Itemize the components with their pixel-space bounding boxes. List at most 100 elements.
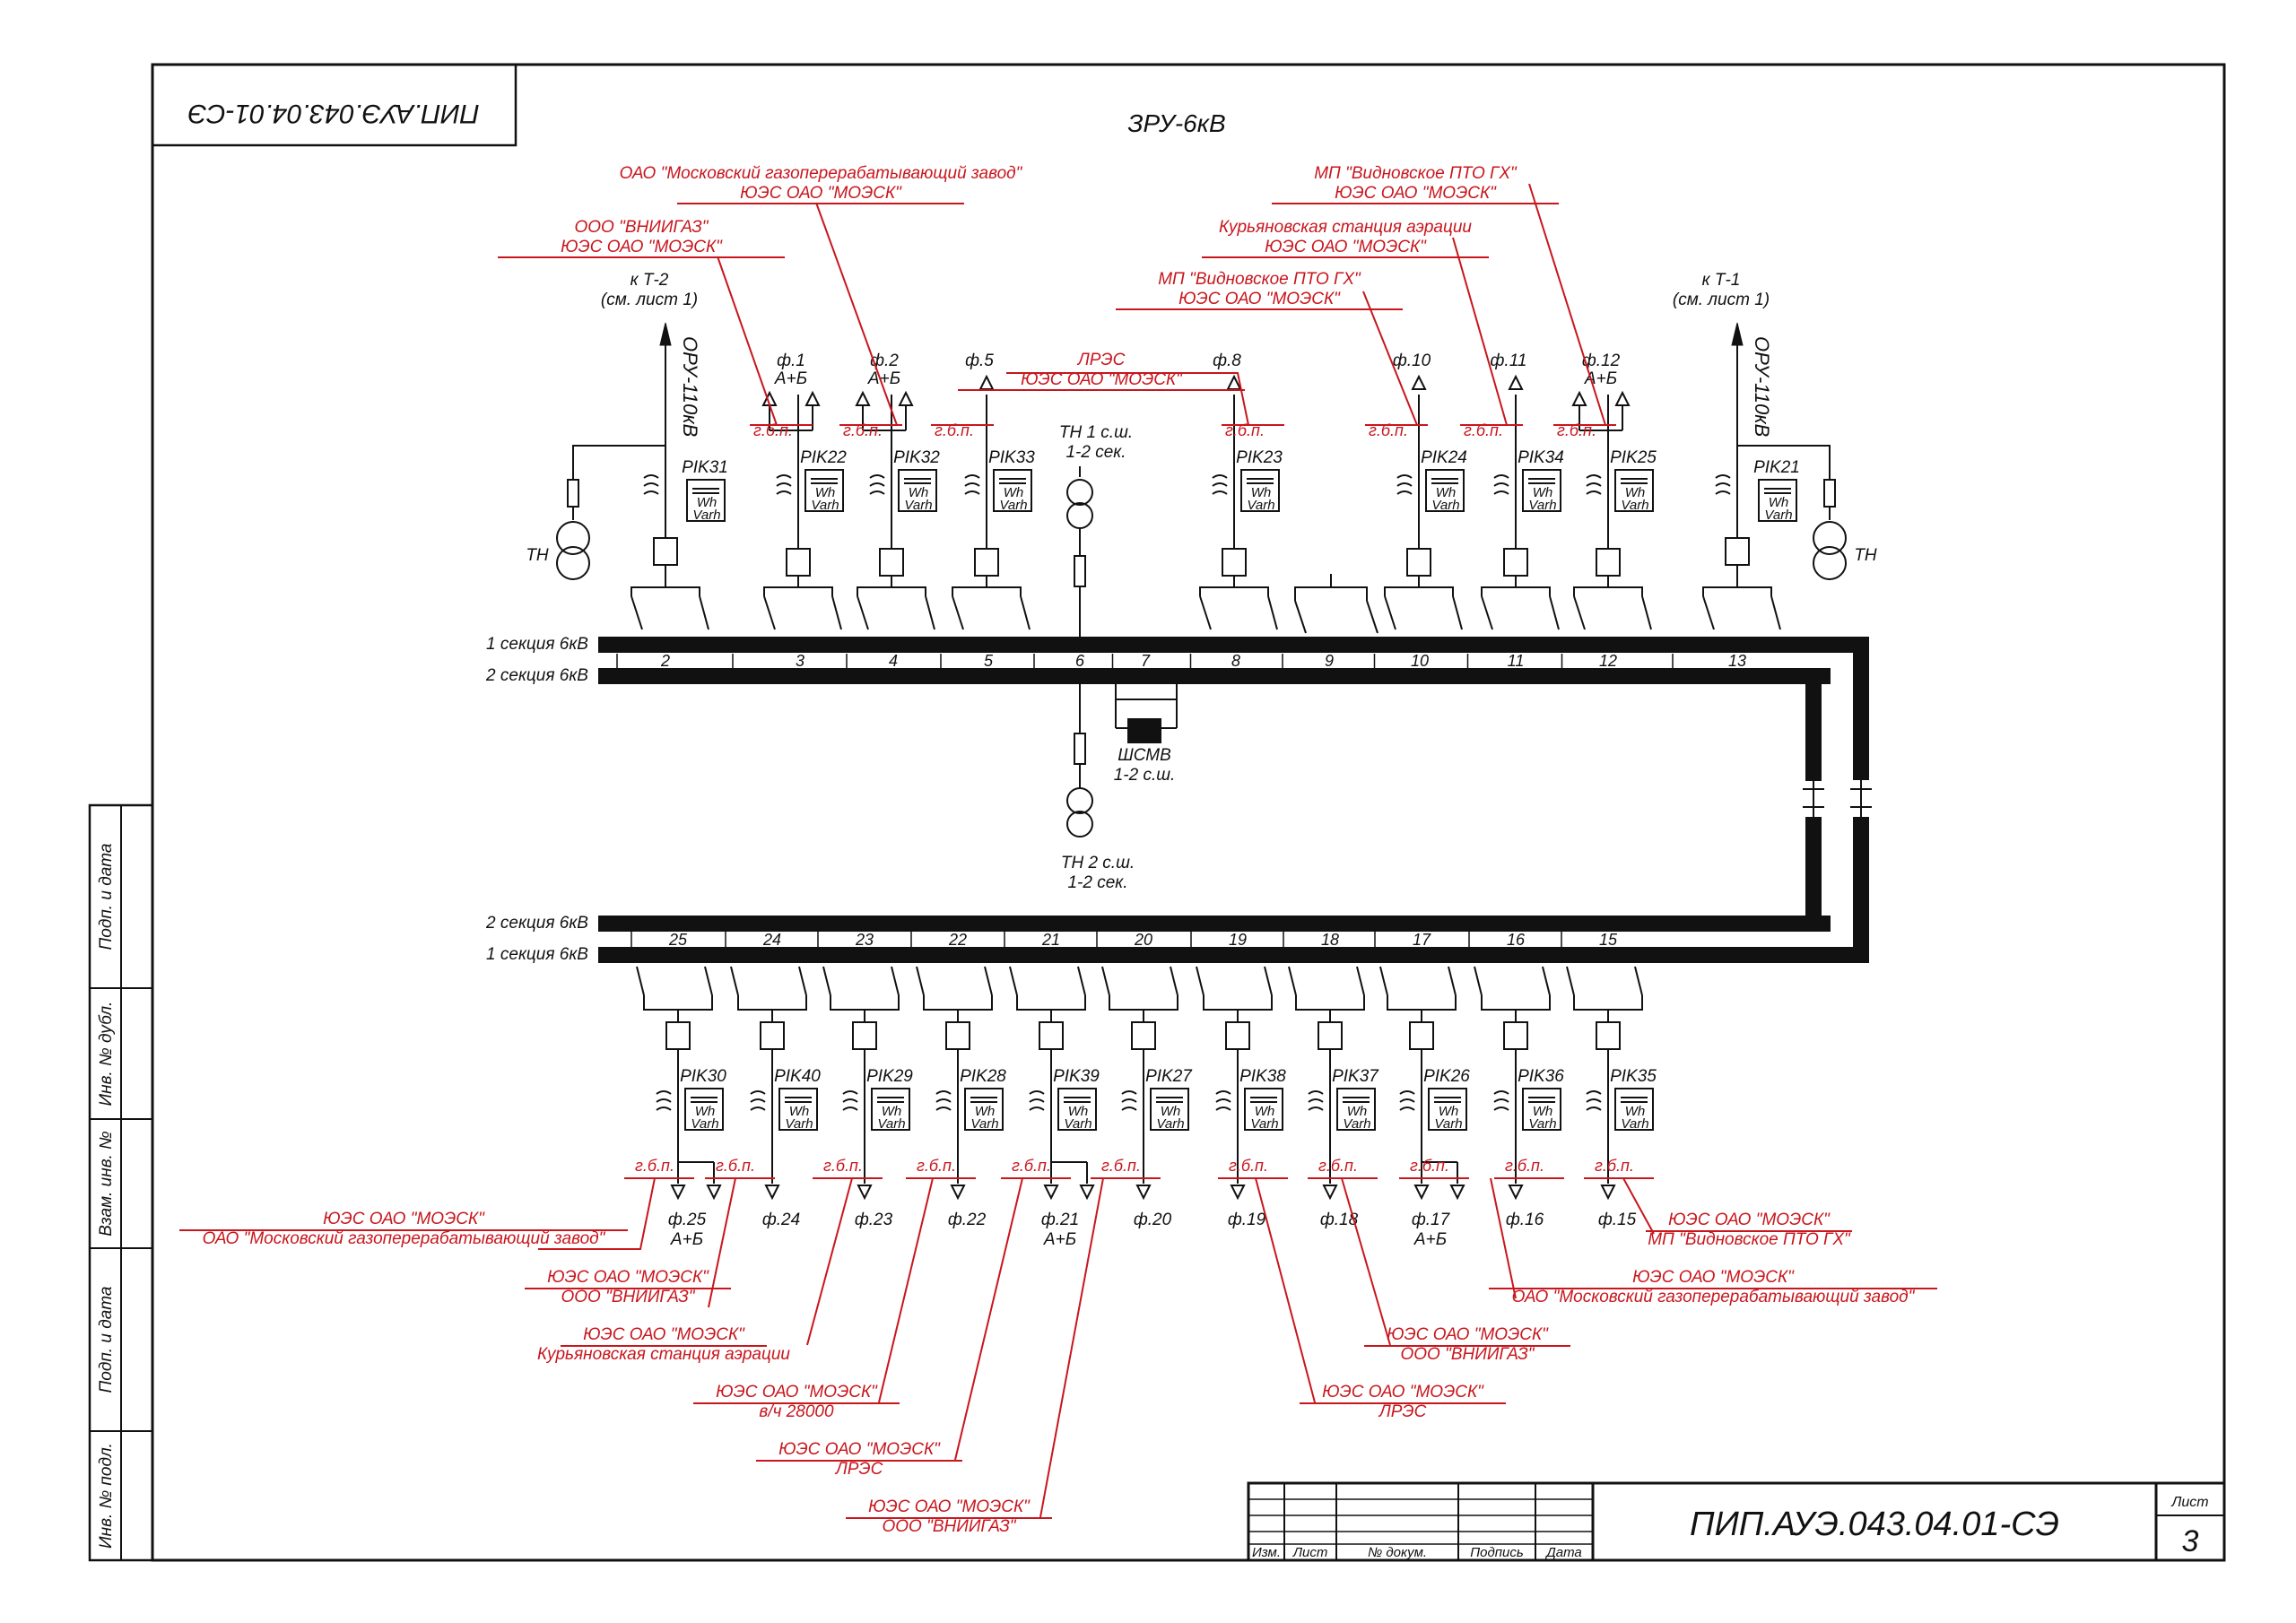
meter-wh-glyph: Wh <box>1436 485 1457 500</box>
meter-box <box>1150 1088 1189 1131</box>
consumer-annotations: г.б.п.г.б.п.г.б.п.г.б.п.г.б.п.г.б.п.г.б.… <box>179 164 1937 1536</box>
disconnector-blade <box>1549 595 1560 630</box>
circuit-breaker <box>1503 1021 1528 1050</box>
vt-winding <box>1066 811 1093 838</box>
cubicle-frame <box>1573 586 1643 596</box>
feeder-arrow <box>950 1185 966 1201</box>
ct-winding <box>869 474 885 479</box>
meter-label: PIK27 <box>1145 1067 1193 1086</box>
consumer-note: ЮЭС ОАО "МОЭСК"МП "Видновское ПТО ГХ" <box>1622 1177 1852 1249</box>
circuit-breaker <box>665 1021 691 1050</box>
cubicle-frame <box>737 995 807 1011</box>
bottom-cell-number: 25 <box>668 931 688 949</box>
meter-wh-glyph: Wh <box>1533 485 1553 500</box>
consumer-name: ЛРЭС <box>834 1460 883 1479</box>
ct-winding <box>1396 474 1413 479</box>
consumer-name: ООО "ВНИИГАЗ" <box>1400 1345 1535 1364</box>
ct-winding <box>1493 482 1509 487</box>
top-cell-number: 2 <box>660 652 670 670</box>
cubicle-frame <box>1109 995 1178 1011</box>
gbp-label: г.б.п. <box>1225 421 1265 439</box>
gbp-label: г.б.п. <box>1557 421 1596 439</box>
meter-box <box>964 1088 1004 1131</box>
ct-winding <box>1586 474 1602 479</box>
consumer-grid: ЮЭС ОАО "МОЭСК" <box>716 1383 878 1402</box>
consumer-leader <box>1341 1177 1391 1346</box>
feeder-arrow <box>857 1185 873 1201</box>
consumer-note: ЮЭС ОАО "МОЭСК"в/ч 28000 <box>693 1177 934 1421</box>
consumer-grid: ЮЭС ОАО "МОЭСК" <box>547 1268 709 1287</box>
tn-label: ТН <box>526 546 549 565</box>
ct-winding <box>1493 1090 1509 1095</box>
consumer-note: ЮЭС ОАО "МОЭСК"ЛРЭС <box>756 1177 1023 1479</box>
disconnector-blade <box>704 966 713 996</box>
ct-winding <box>1396 490 1413 495</box>
ct-winding <box>643 482 659 487</box>
consumer-name: ЛРЭС <box>1378 1402 1427 1421</box>
ct-winding <box>1715 490 1731 495</box>
ct-winding <box>750 1090 766 1095</box>
ct-winding <box>1212 490 1228 495</box>
consumer-grid: ЮЭС ОАО "МОЭСК" <box>1335 184 1497 203</box>
current-transformer <box>1212 474 1228 495</box>
consumer-name: ООО "ВНИИГАЗ" <box>561 1288 695 1306</box>
cubicle-frame <box>643 995 713 1011</box>
feeder-name: ф.18 <box>1320 1211 1359 1229</box>
cubicle-frame <box>1573 995 1643 1011</box>
feeder-arrow <box>1508 1185 1524 1201</box>
feeder-name: ф.15 <box>1598 1211 1637 1229</box>
side-label: Взам. инв. № <box>97 1131 116 1237</box>
side-label: Инв. № подл. <box>97 1443 116 1549</box>
consumer-leader <box>1362 291 1418 426</box>
meter-varh-glyph: Varh <box>904 498 932 513</box>
meter-box <box>1614 1088 1654 1131</box>
disconnector-blade <box>1566 966 1575 996</box>
disconnector-blade <box>916 966 925 996</box>
feeder-name: ф.1 <box>777 352 805 370</box>
circuit-breaker <box>786 548 811 577</box>
ct-winding <box>643 490 659 495</box>
current-transformer <box>1029 1090 1045 1111</box>
meter-varh-glyph: Varh <box>1621 498 1648 513</box>
ct-winding <box>1396 482 1413 487</box>
cubicle-frame <box>1387 995 1457 1011</box>
current-transformer <box>643 474 659 495</box>
cubicle-frame <box>952 586 1022 596</box>
disconnector-blade <box>1448 966 1457 996</box>
meter-wh-glyph: Wh <box>815 485 836 500</box>
current-transformer <box>1215 1090 1231 1111</box>
busbar-label-bottom-2: 2 секция 6кВ <box>485 914 588 933</box>
meter-box <box>898 469 937 512</box>
feeder-name: ф.2 <box>870 352 899 370</box>
feeder-name: ф.12 <box>1582 352 1621 370</box>
cubicle-frame <box>631 586 700 596</box>
meter-box <box>778 1088 818 1131</box>
current-transformer <box>1586 1090 1602 1111</box>
ct-winding <box>1308 1090 1324 1095</box>
disconnector-blade <box>925 595 935 630</box>
current-transformer <box>1586 474 1602 495</box>
meter-box <box>1244 1088 1283 1131</box>
meter-label: PIK24 <box>1421 448 1467 467</box>
current-transformer <box>869 474 885 495</box>
ct-winding <box>935 1098 952 1103</box>
ct-winding <box>964 474 980 479</box>
feeder-name: ф.11 <box>1491 352 1527 370</box>
ct-winding <box>1212 482 1228 487</box>
ct-winding <box>964 482 980 487</box>
feeder-name: ф.20 <box>1134 1211 1172 1229</box>
meter-label: PIK21 <box>1753 458 1800 477</box>
ct-winding <box>1399 1098 1415 1103</box>
vt-bottom-sub: 1-2 сек. <box>1067 873 1127 892</box>
